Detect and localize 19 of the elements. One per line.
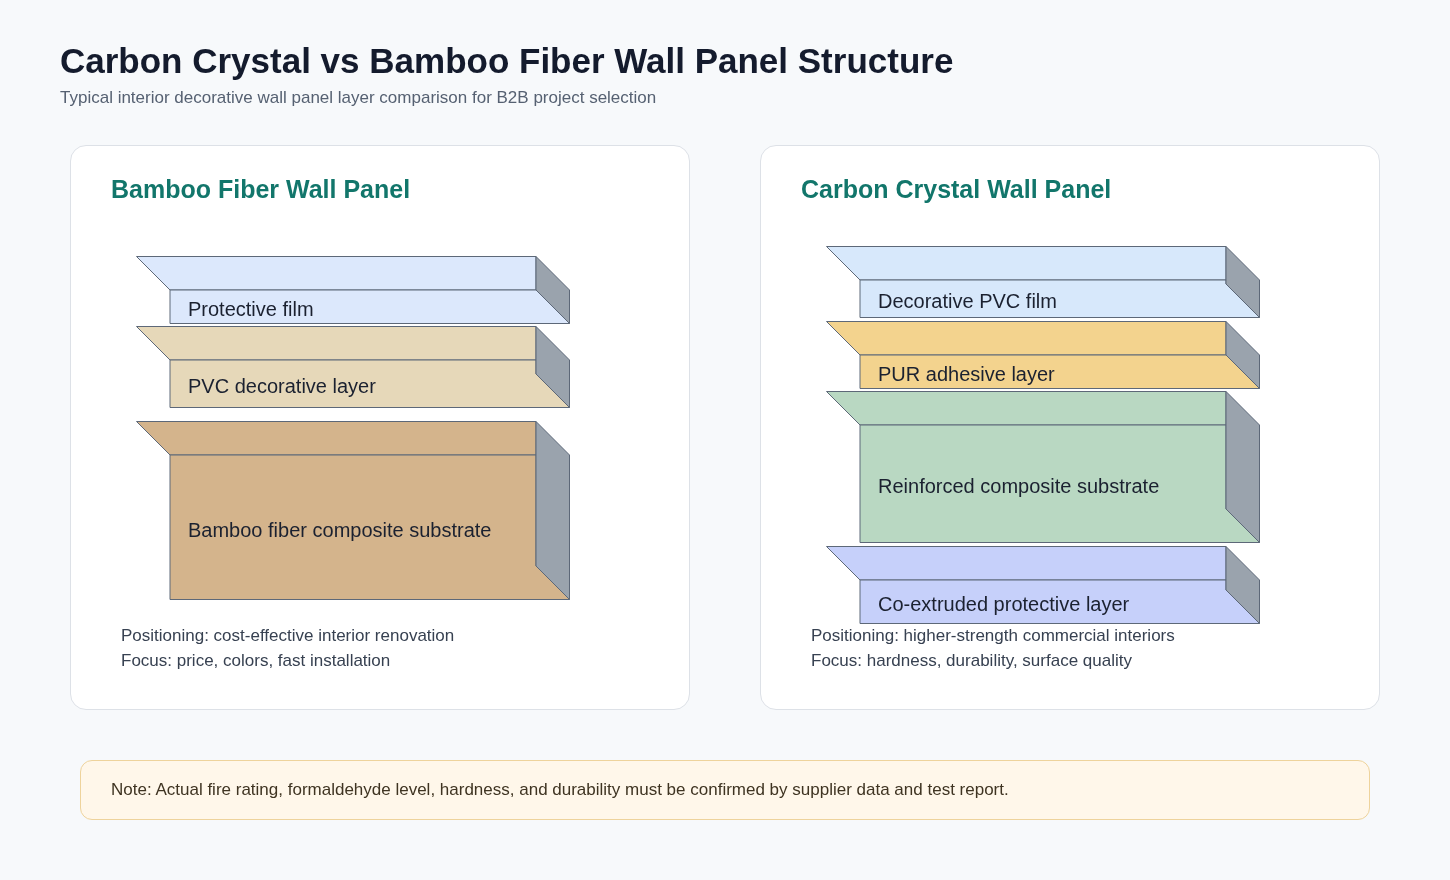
panel-note: Positioning: higher-strength commercial interiors: [811, 626, 1175, 646]
panel-card: [70, 145, 690, 710]
layer-label: Bamboo fiber composite substrate: [188, 518, 492, 541]
note-text: Note: Actual fire rating, formaldehyde level, hardness, and durability must be confirmed by supplier data and test report.: [111, 780, 1009, 800]
layer-label: Reinforced composite substrate: [878, 474, 1160, 498]
layer-label: PVC decorative layer: [188, 374, 376, 398]
panel-heading: Carbon Crystal Wall Panel: [801, 175, 1112, 204]
panel-heading: Bamboo Fiber Wall Panel: [111, 175, 411, 204]
layer-label: Decorative PVC film: [878, 289, 1057, 313]
diagram-subtitle: Typical interior decorative wall panel layer comparison for B2B project selection: [60, 88, 657, 108]
panel-note: Focus: price, colors, fast installation: [121, 651, 391, 671]
panel-card: [760, 145, 1380, 710]
panel-note: Focus: hardness, durability, surface quality: [811, 651, 1132, 671]
layer-label: PUR adhesive layer: [878, 362, 1055, 386]
layer-label: Co-extruded protective layer: [878, 592, 1130, 616]
layer-label: Protective film: [188, 297, 314, 321]
diagram-title: Carbon Crystal vs Bamboo Fiber Wall Panel Structure: [60, 41, 954, 81]
note-banner: [80, 760, 1370, 820]
panel-note: Positioning: cost-effective interior renovation: [121, 626, 455, 646]
